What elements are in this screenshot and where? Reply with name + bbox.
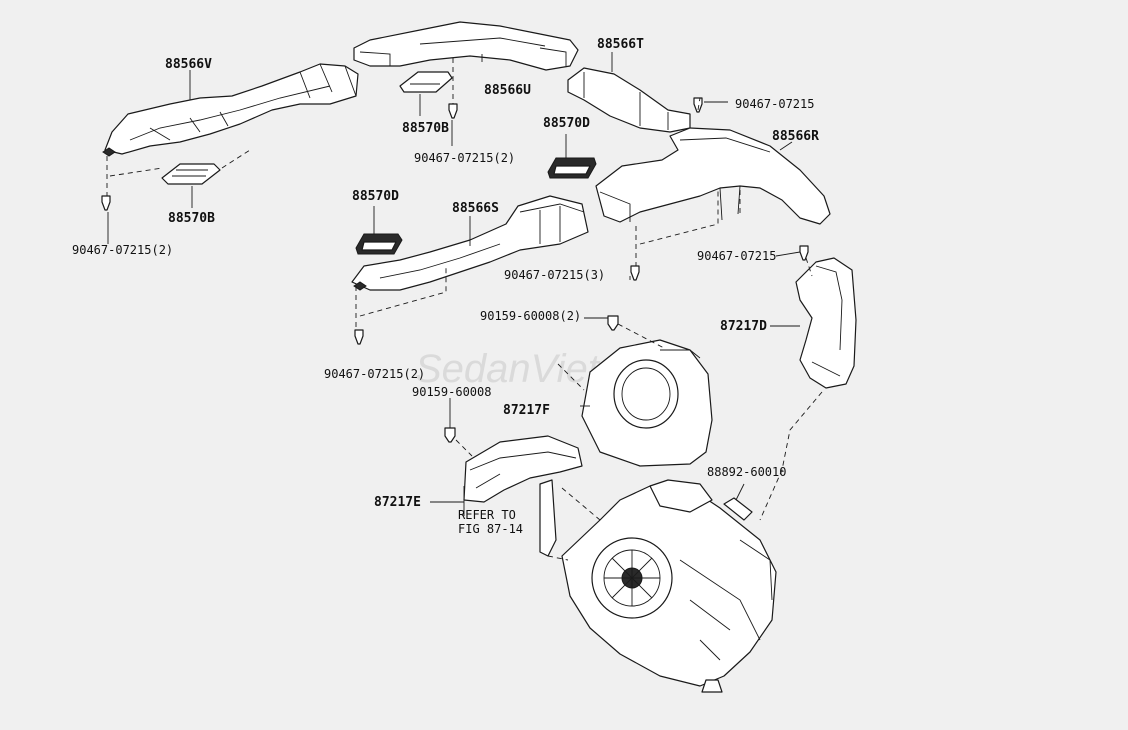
duct-87217d bbox=[795, 257, 857, 389]
duct-88566v bbox=[102, 63, 359, 157]
label-90467-right-top: 90467-07215 bbox=[735, 97, 814, 111]
screw-90159-60008 bbox=[444, 427, 456, 443]
pad-88570b-left bbox=[161, 163, 221, 185]
clip-90467-right bbox=[799, 245, 809, 261]
label-88570d-right: 88570D bbox=[543, 116, 590, 131]
label-88566u: 88566U bbox=[484, 83, 531, 98]
bracket bbox=[539, 479, 557, 557]
duct-88566u bbox=[353, 21, 579, 71]
label-87217e: 87217E bbox=[374, 495, 421, 510]
label-88570b-mid: 88570B bbox=[402, 121, 449, 136]
label-87217f: 87217F bbox=[503, 403, 550, 418]
leader-lines bbox=[107, 52, 801, 516]
label-88566v: 88566V bbox=[165, 57, 212, 72]
pad-88570b-mid bbox=[399, 71, 453, 93]
label-90467-right: 90467-07215 bbox=[697, 249, 776, 263]
housing-87217f bbox=[581, 339, 713, 467]
clip-90467-center bbox=[630, 265, 640, 281]
clip-90467-left-bottom bbox=[354, 329, 364, 345]
label-88566t: 88566T bbox=[597, 37, 644, 52]
label-88566r: 88566R bbox=[772, 129, 819, 144]
pad-88570d-right bbox=[547, 157, 597, 179]
label-90159-60008: 90159-60008 bbox=[412, 385, 491, 399]
label-88566s: 88566S bbox=[452, 201, 499, 216]
label-90467-left-bottom: 90467-07215(2) bbox=[324, 367, 425, 381]
label-90467-mid: 90467-07215(2) bbox=[414, 151, 515, 165]
label-90467-center: 90467-07215(3) bbox=[504, 268, 605, 282]
part-labels: 88566V 88570B 90467-07215(2) 88566U 8857… bbox=[72, 37, 819, 536]
clip-90467-right-top bbox=[693, 97, 703, 113]
label-90467-left-top: 90467-07215(2) bbox=[72, 243, 173, 257]
duct-87217e bbox=[463, 435, 583, 503]
clip-90467-mid bbox=[448, 103, 458, 119]
label-88570d-left: 88570D bbox=[352, 189, 399, 204]
clip-90467-left-top bbox=[101, 195, 111, 211]
label-88570b-left: 88570B bbox=[168, 211, 215, 226]
pad-88570d-left bbox=[355, 233, 403, 255]
duct-88566r bbox=[595, 127, 831, 225]
label-refer-line2: FIG 87-14 bbox=[458, 522, 523, 536]
label-87217d: 87217D bbox=[720, 319, 767, 334]
screw-90159-60008-2 bbox=[607, 315, 619, 331]
dashed-assembly-lines bbox=[106, 58, 823, 561]
pad-88892-60010 bbox=[723, 497, 753, 521]
label-90159-60008-2: 90159-60008(2) bbox=[480, 309, 581, 323]
label-88892-60010: 88892-60010 bbox=[707, 465, 786, 479]
blower-unit bbox=[561, 479, 777, 693]
label-refer-line1: REFER TO bbox=[458, 508, 516, 522]
